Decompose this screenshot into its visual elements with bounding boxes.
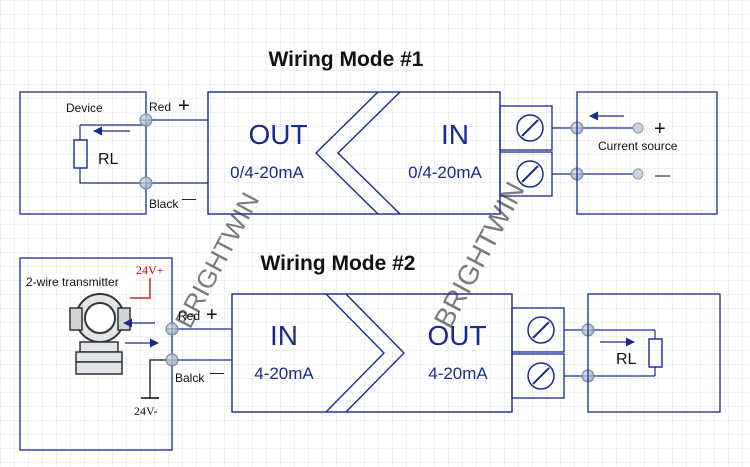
converter-module-2 — [231, 293, 513, 413]
isolation-chevron — [325, 293, 385, 413]
rl-label-2: RL — [616, 351, 637, 368]
red-label-2: Red — [178, 309, 200, 323]
source-minus: — — [655, 167, 670, 184]
source-terminal — [632, 122, 644, 134]
out-label-1: OUT — [248, 119, 307, 150]
mode1-title: Wiring Mode #1 — [269, 48, 424, 71]
plus-sign-2: + — [206, 304, 218, 326]
out-range-2: 4-20mA — [428, 364, 488, 383]
device-label: Device — [66, 101, 103, 115]
black-label-2: Balck — [175, 371, 205, 385]
in-range-1: 0/4-20mA — [408, 163, 482, 182]
terminal-dot — [165, 322, 179, 336]
plus-sign-1: + — [178, 95, 190, 117]
ground-wire — [149, 359, 172, 398]
rl-label-1: RL — [98, 151, 119, 168]
minus-sign-1: — — [182, 190, 196, 206]
resistor-rl-2 — [648, 330, 663, 376]
mode2-title: Wiring Mode #2 — [261, 252, 416, 275]
v-minus-label: 24V- — [134, 404, 158, 418]
transmitter-icon — [69, 293, 131, 375]
resistor-rl-1 — [73, 124, 146, 184]
red-label-1: Red — [149, 100, 171, 114]
in-label-2: IN — [270, 320, 298, 351]
isolation-chevron — [337, 91, 401, 215]
load-box — [587, 293, 721, 413]
current-source-box — [576, 91, 718, 215]
screw-icon — [527, 362, 555, 390]
black-label-1: Black — [149, 197, 179, 211]
screw-icon — [527, 316, 555, 344]
supply-wire — [130, 278, 151, 299]
device-box — [19, 91, 147, 215]
minus-sign-2: — — [210, 364, 224, 380]
screw-icon — [516, 114, 544, 142]
out-range-1: 0/4-20mA — [230, 163, 304, 182]
current-source-label: Current source — [598, 139, 678, 153]
source-plus: + — [654, 118, 666, 140]
out-label-2: OUT — [427, 320, 486, 351]
isolation-chevron — [345, 293, 405, 413]
v-plus-label: 24V+ — [136, 263, 164, 277]
source-terminal — [632, 168, 644, 180]
terminal-dot — [165, 353, 179, 367]
transmitter-label: 2-wire transmitter — [26, 275, 119, 289]
in-label-1: IN — [441, 119, 469, 150]
screw-icon — [516, 160, 544, 188]
in-range-2: 4-20mA — [254, 364, 314, 383]
watermark-text: BRIGHTWIN — [428, 177, 531, 333]
isolation-chevron — [315, 91, 379, 215]
